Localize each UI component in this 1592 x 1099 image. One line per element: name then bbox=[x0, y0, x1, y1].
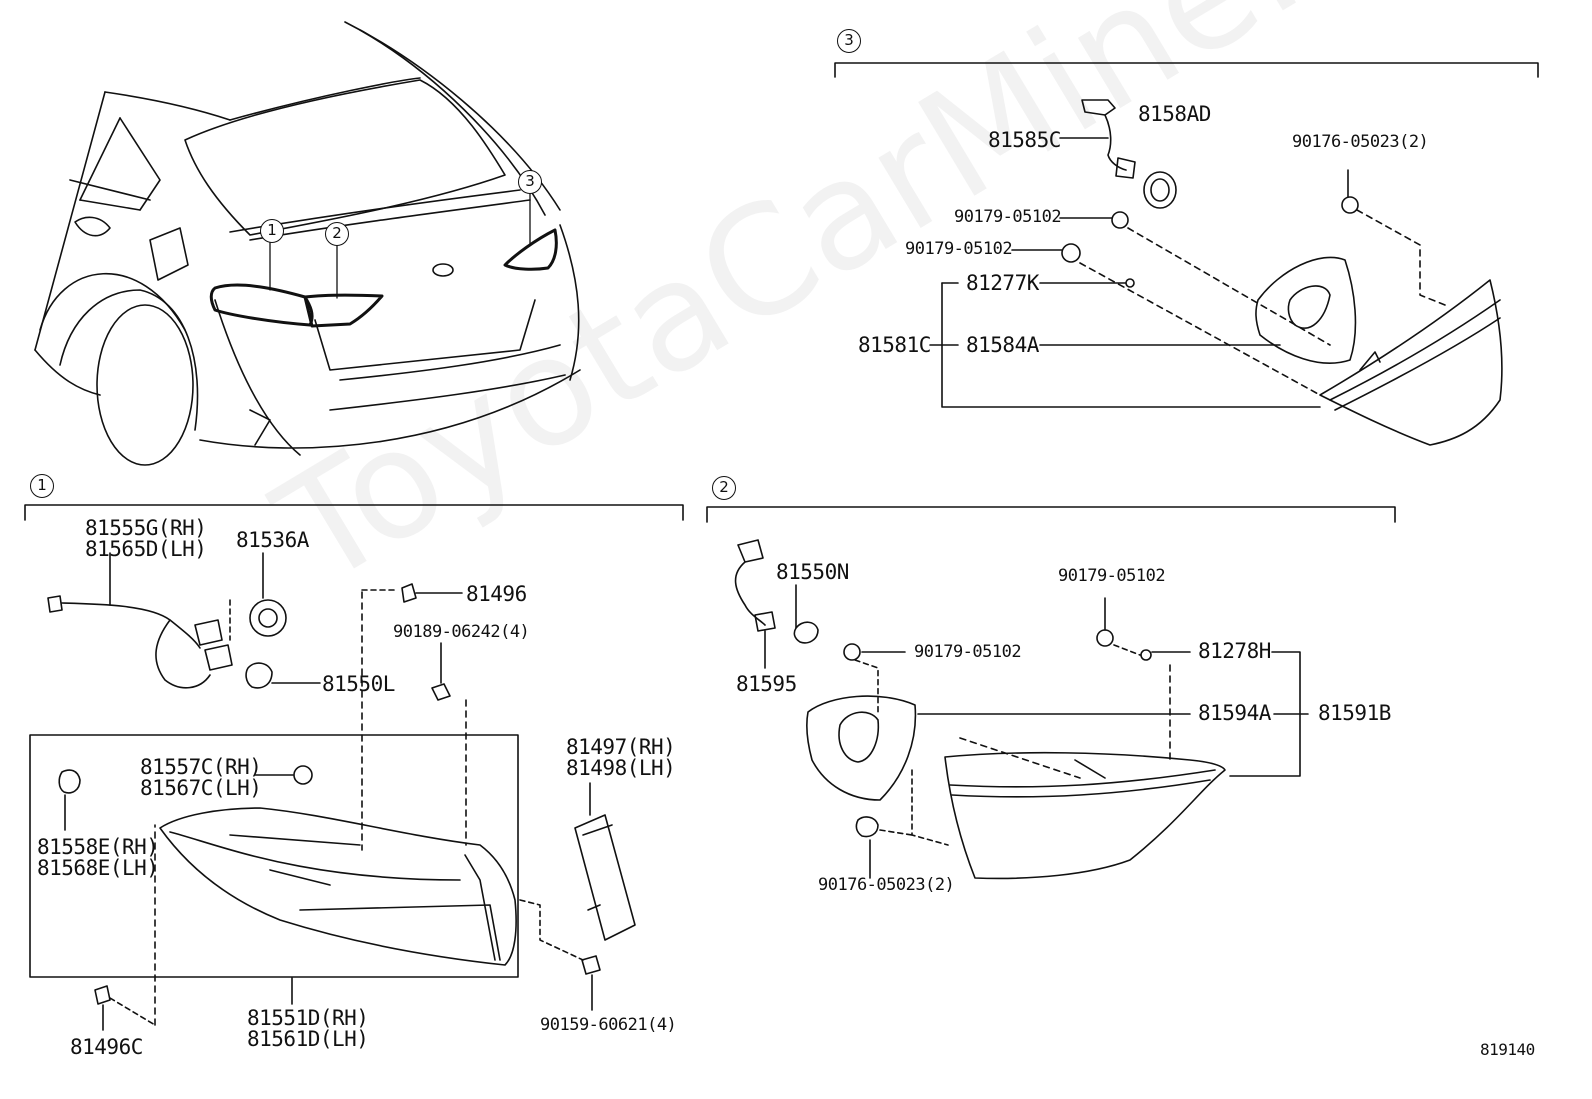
part-81550L: 81550L bbox=[322, 672, 395, 696]
part-81497-RH: 81497(RH) bbox=[566, 735, 676, 759]
part-81536A: 81536A bbox=[236, 528, 309, 552]
part-90176-05023-s3: 90176-05023(2) bbox=[1292, 132, 1429, 152]
figure-number: 819140 bbox=[1480, 1040, 1535, 1059]
part-81496: 81496 bbox=[466, 582, 527, 606]
section-2-marker: 2 bbox=[712, 476, 736, 500]
part-81581C: 81581C bbox=[858, 333, 931, 357]
part-90179-05102-s2a: 90179-05102 bbox=[1058, 566, 1166, 586]
part-90176-05023-s2: 90176-05023(2) bbox=[818, 875, 955, 895]
part-81550N: 81550N bbox=[776, 560, 849, 584]
part-90179-05102-s3a: 90179-05102 bbox=[954, 207, 1062, 227]
section-2-drawing bbox=[706, 506, 1396, 880]
part-81278H: 81278H bbox=[1198, 639, 1271, 663]
part-90159-60621: 90159-60621(4) bbox=[540, 1015, 677, 1035]
car-overview-drawing bbox=[34, 21, 581, 466]
callout-1-car: 1 bbox=[260, 219, 284, 243]
part-81565D-LH: 81565D(LH) bbox=[85, 537, 207, 561]
section-3-marker: 3 bbox=[837, 29, 861, 53]
part-81557C-RH: 81557C(RH) bbox=[140, 755, 262, 779]
part-81555G-RH: 81555G(RH) bbox=[85, 516, 207, 540]
part-81496C: 81496C bbox=[70, 1035, 143, 1059]
part-8158AD: 8158AD bbox=[1138, 102, 1211, 126]
part-81594A: 81594A bbox=[1198, 701, 1271, 725]
section-1-marker: 1 bbox=[30, 474, 54, 498]
part-81561D-LH: 81561D(LH) bbox=[247, 1027, 369, 1051]
part-81498-LH: 81498(LH) bbox=[566, 756, 676, 780]
part-90179-05102-s2b: 90179-05102 bbox=[914, 642, 1022, 662]
part-81551D-RH: 81551D(RH) bbox=[247, 1006, 369, 1030]
section-3-drawing bbox=[834, 62, 1539, 446]
part-81568E-LH: 81568E(LH) bbox=[37, 856, 159, 880]
callout-3-car: 3 bbox=[518, 170, 542, 194]
part-81595: 81595 bbox=[736, 672, 797, 696]
part-81558E-RH: 81558E(RH) bbox=[37, 835, 159, 859]
part-81277K: 81277K bbox=[966, 271, 1039, 295]
part-81585C: 81585C bbox=[988, 128, 1061, 152]
part-81584A: 81584A bbox=[966, 333, 1039, 357]
part-90189-06242: 90189-06242(4) bbox=[393, 622, 530, 642]
section-1-drawing bbox=[24, 504, 684, 1031]
part-81567C-LH: 81567C(LH) bbox=[140, 776, 262, 800]
part-81591B: 81591B bbox=[1318, 701, 1391, 725]
callout-2-car: 2 bbox=[325, 222, 349, 246]
part-90179-05102-s3b: 90179-05102 bbox=[905, 239, 1013, 259]
